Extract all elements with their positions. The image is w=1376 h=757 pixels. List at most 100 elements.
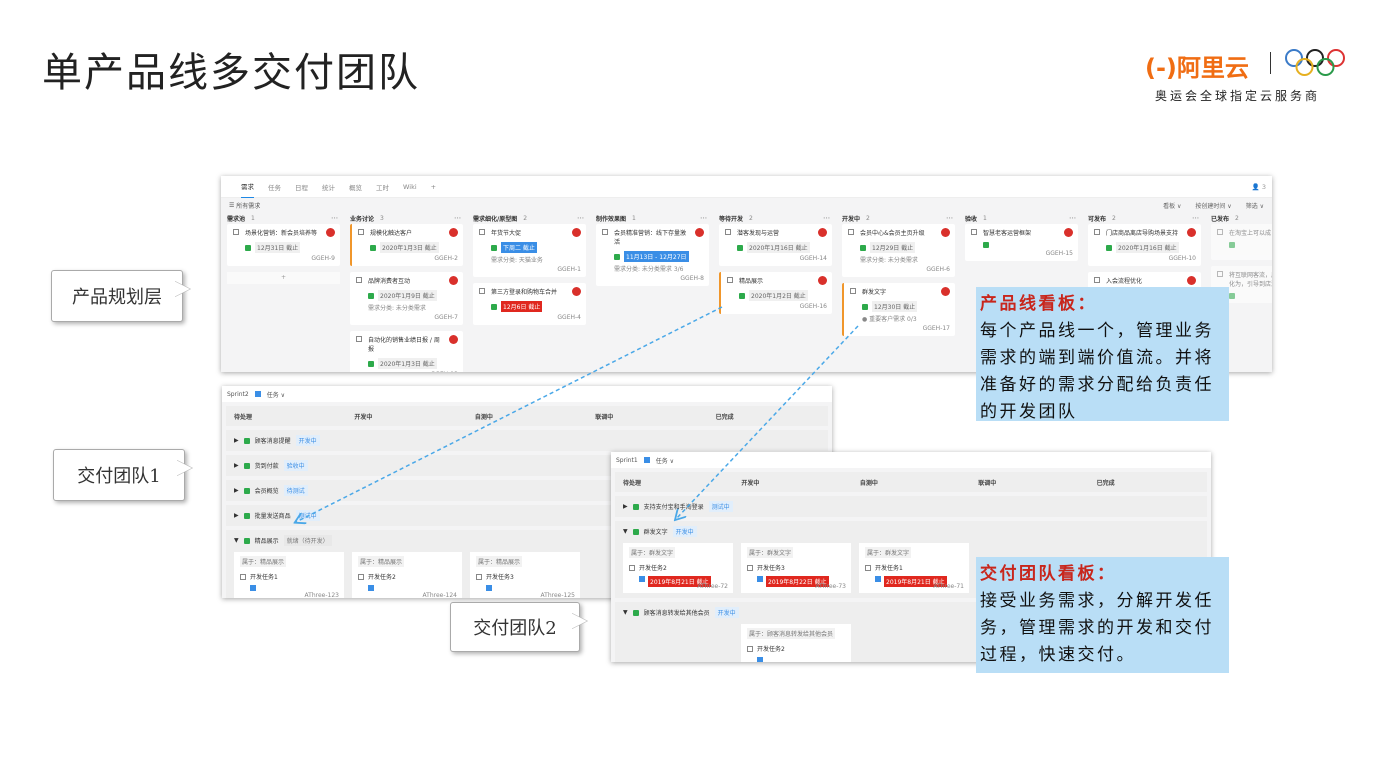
requirement-card[interactable]: 第三方登录和购物车合并 12月6日 截止 GGEH-4: [473, 283, 586, 325]
toolbar-dropdown-2[interactable]: 筛选 ∨: [1245, 202, 1264, 210]
more-icon[interactable]: ···: [454, 214, 461, 222]
type-dropdown[interactable]: 任务 ∨: [655, 457, 675, 465]
column-count: 1: [983, 214, 987, 222]
avatar[interactable]: [695, 228, 704, 237]
checkbox[interactable]: [479, 229, 485, 235]
swimlane-row[interactable]: ▶顾客消息提醒开发中: [226, 430, 828, 451]
avatar[interactable]: [1064, 228, 1073, 237]
avatar[interactable]: [449, 276, 458, 285]
requirement-card[interactable]: 会员中心&会员主页升级 12月29日 截止 需求分类: 未分类需求 GGEH-6: [842, 224, 955, 277]
checkbox[interactable]: [747, 645, 753, 652]
caret-right-icon[interactable]: ▶: [234, 437, 239, 444]
caret-down-icon[interactable]: ▼: [623, 609, 628, 616]
task-card[interactable]: 属于：顾客消息转发给其他会员开发任务2AThree-55: [741, 624, 851, 662]
requirement-card[interactable]: 门店商品离店导购场景支持 2020年1月16日 截止 GGEH-10: [1088, 224, 1201, 266]
checkbox[interactable]: [233, 229, 239, 235]
requirement-card[interactable]: 潜客发现与运营 2020年1月16日 截止 GGEH-14: [719, 224, 832, 266]
checkbox[interactable]: [1094, 229, 1100, 235]
caret-right-icon[interactable]: ▶: [623, 503, 628, 510]
checkbox[interactable]: [1217, 271, 1223, 277]
requirement-card[interactable]: 会员精准营销：线下存量激活 11月13日 - 12月27日 需求分类: 未分类需…: [596, 224, 709, 286]
checkbox[interactable]: [356, 336, 362, 342]
avatar[interactable]: [572, 287, 581, 296]
checkbox[interactable]: [602, 229, 608, 235]
avatar[interactable]: [326, 228, 335, 237]
caret-right-icon[interactable]: ▶: [234, 462, 239, 469]
checkbox[interactable]: [240, 573, 246, 580]
checkbox[interactable]: [476, 573, 482, 580]
requirement-card[interactable]: 年货节大促 下周二 截止 需求分类: 天猫业务 GGEH-1: [473, 224, 586, 277]
sprint-name[interactable]: Sprint1: [616, 456, 638, 464]
avatar[interactable]: [941, 287, 950, 296]
avatar[interactable]: [818, 228, 827, 237]
more-icon[interactable]: ···: [700, 214, 707, 222]
avatar[interactable]: [572, 228, 581, 237]
sprint-name[interactable]: Sprint2: [227, 390, 249, 398]
avatar[interactable]: [449, 228, 458, 237]
tab-0[interactable]: 需求: [241, 176, 254, 198]
checkbox[interactable]: [865, 564, 871, 571]
tab-4[interactable]: 概览: [349, 183, 362, 192]
tab-5[interactable]: 工时: [376, 183, 389, 192]
tab-1[interactable]: 任务: [268, 183, 281, 192]
checkbox[interactable]: [727, 277, 733, 283]
requirement-card[interactable]: 品牌消费者互动 2020年1月9日 截止 需求分类: 未分类需求 GGEH-7: [350, 272, 463, 325]
caret-right-icon[interactable]: ▶: [234, 487, 239, 494]
requirement-card[interactable]: 场景化营销：新会员培养等 12月31日 截止 GGEH-9: [227, 224, 340, 266]
requirement-card[interactable]: 自动化的销售业绩日报 / 周报 2020年1月3日 截止 GGEH-13: [350, 331, 463, 372]
more-icon[interactable]: ···: [1069, 214, 1076, 222]
caret-right-icon[interactable]: ▶: [234, 512, 239, 519]
avatar[interactable]: [1187, 276, 1196, 285]
tab-2[interactable]: 日程: [295, 183, 308, 192]
tab-6[interactable]: Wiki: [403, 182, 417, 191]
checkbox[interactable]: [358, 229, 364, 235]
checkbox[interactable]: [850, 288, 856, 294]
parent-label: 属于：群发文字: [865, 547, 912, 558]
members-count[interactable]: 👤 3: [1251, 183, 1266, 191]
more-icon[interactable]: ···: [1192, 214, 1199, 222]
avatar[interactable]: [818, 276, 827, 285]
checkbox[interactable]: [848, 229, 854, 235]
caret-down-icon[interactable]: ▼: [623, 528, 628, 535]
requirement-card[interactable]: 智慧老客运营框架 GGEH-15: [965, 224, 1078, 261]
add-card-button[interactable]: +: [227, 272, 340, 284]
avatar[interactable]: [449, 335, 458, 344]
caret-down-icon[interactable]: ▼: [234, 537, 239, 544]
requirement-card[interactable]: 在淘宝上可以成: [1211, 224, 1272, 260]
toolbar-dropdown-0[interactable]: 看板 ∨: [1163, 202, 1182, 210]
menu-icon[interactable]: ☰: [229, 201, 237, 209]
checkbox[interactable]: [725, 229, 731, 235]
tab-7[interactable]: +: [430, 182, 437, 191]
checkbox[interactable]: [747, 564, 753, 571]
card-category: 需求分类: 天猫业务: [491, 257, 543, 264]
swimlane-row[interactable]: ▶支持支付宝和手淘登录测试中: [615, 496, 1207, 517]
view-name[interactable]: 所有需求: [236, 202, 261, 210]
checkbox[interactable]: [358, 573, 364, 580]
toolbar-dropdown-1[interactable]: 按创建时间 ∨: [1195, 202, 1232, 210]
note-product-board: 产品线看板： 每个产品线一个，管理业务需求的端到端价值流。并将准备好的需求分配给…: [976, 287, 1229, 422]
avatar[interactable]: [1187, 228, 1196, 237]
requirement-card[interactable]: 规模化触达客户 2020年1月3日 截止 GGEH-2: [350, 224, 463, 266]
due-date: 12月31日 截止: [255, 242, 301, 253]
more-icon[interactable]: ···: [946, 214, 953, 222]
tab-3[interactable]: 统计: [322, 183, 335, 192]
checkbox[interactable]: [1094, 277, 1100, 283]
more-icon[interactable]: ···: [577, 214, 584, 222]
more-icon[interactable]: ···: [331, 214, 338, 222]
requirement-card[interactable]: 精品展示 2020年1月2日 截止 GGEH-16: [719, 272, 832, 314]
more-icon[interactable]: ···: [823, 214, 830, 222]
checkbox[interactable]: [629, 564, 635, 571]
checkbox[interactable]: [356, 277, 362, 283]
checkbox[interactable]: [1217, 229, 1223, 235]
requirement-card[interactable]: 群发文字 12月30日 截止 ● 重要客户需求 0/3 GGEH-17: [842, 283, 955, 336]
avatar[interactable]: [941, 228, 950, 237]
type-dropdown[interactable]: 任务 ∨: [266, 391, 286, 399]
checkbox[interactable]: [479, 288, 485, 294]
checkbox[interactable]: [971, 229, 977, 235]
